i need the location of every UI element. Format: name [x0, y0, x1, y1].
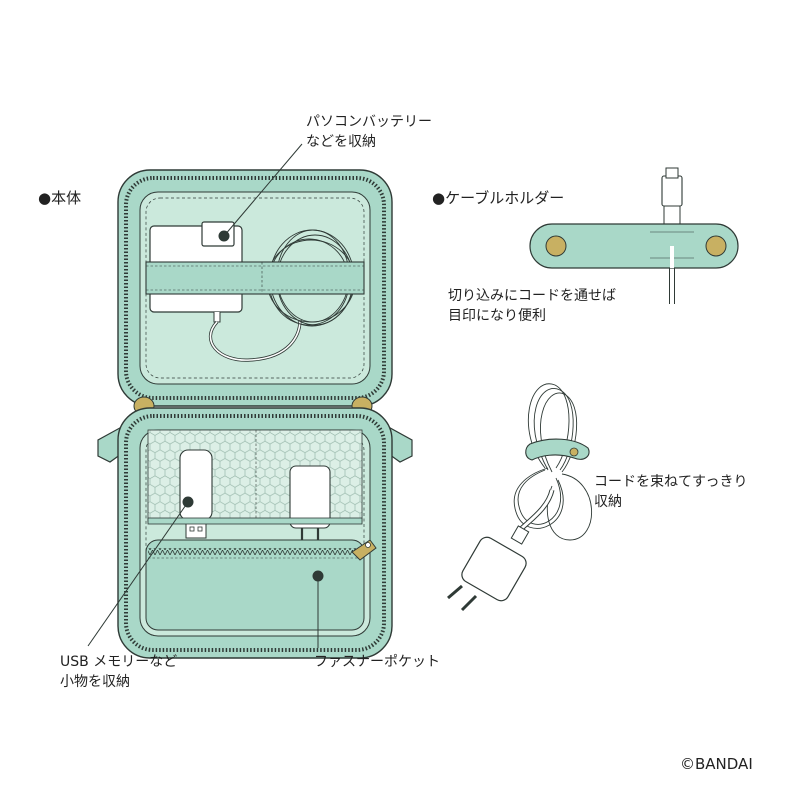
- holder-band: [529, 223, 739, 269]
- callout-usb: USB メモリーなど 小物を収納: [60, 654, 178, 690]
- snap-right: [705, 235, 727, 257]
- charger-plug: [461, 536, 527, 602]
- case-body: [97, 169, 413, 659]
- usb-stick: [179, 449, 213, 521]
- bundle-tie: [525, 438, 590, 461]
- lower-zipper: [124, 414, 386, 652]
- section-main-label: ●本体: [38, 189, 82, 207]
- section-cable-holder-label: ●ケーブルホルダー: [432, 189, 565, 207]
- bundled-cable: [447, 383, 592, 612]
- ac-adapter: [289, 465, 331, 529]
- copyright: ©BANDAI: [680, 755, 753, 773]
- upper-band: [145, 261, 365, 295]
- callout-zipper-pocket: ファスナーポケット: [314, 654, 440, 670]
- callout-pc-battery: パソコンバッテリー などを収納: [306, 114, 432, 150]
- main-leaders: [87, 143, 324, 648]
- cable-holder: [529, 167, 739, 304]
- upper-zipper: [124, 176, 386, 400]
- snap-left: [545, 235, 567, 257]
- zipper-pocket: [145, 539, 365, 631]
- callout-notch: 切り込みにコードを通せば 目印になり便利: [448, 288, 616, 324]
- callout-bundle: コードを束ねてすっきり 収納: [594, 474, 748, 510]
